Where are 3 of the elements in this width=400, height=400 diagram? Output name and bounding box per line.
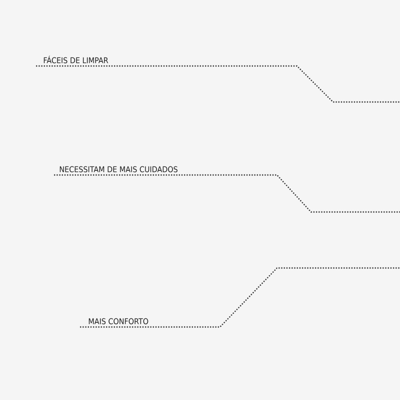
leader-line bbox=[36, 65, 400, 103]
leader-line bbox=[54, 174, 400, 213]
leader-line bbox=[80, 267, 400, 328]
